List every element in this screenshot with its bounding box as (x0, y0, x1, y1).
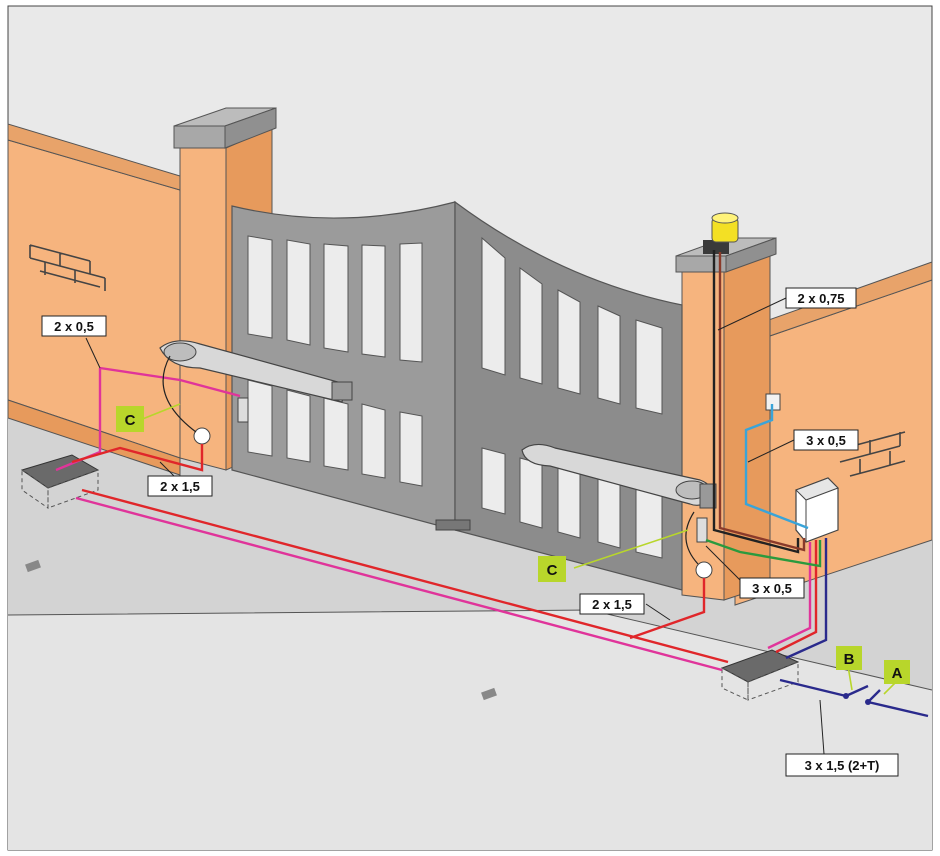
right-junction-device (695, 561, 713, 579)
label-mains-text: 3 x 1,5 (2+T) (805, 758, 880, 773)
floor-marker-center (481, 687, 497, 701)
cable-red-center (629, 578, 706, 640)
cable-cyan-switch (744, 404, 809, 530)
gate-left-leaf-windows (247, 235, 423, 487)
cable-pink-left (55, 368, 102, 472)
tag-b-text: B (844, 651, 855, 668)
label-lamp-text: 2 x 0,75 (798, 291, 845, 306)
cables (55, 250, 929, 718)
right-photocell (696, 517, 708, 543)
tag-c-right: C (538, 556, 566, 582)
tag-a-text: A (892, 665, 903, 682)
right-pillar-side (723, 249, 771, 601)
control-box (795, 477, 839, 543)
cable-blue-mains-2 (867, 700, 929, 718)
left-photocell (237, 397, 249, 423)
cable-blue-box (785, 538, 828, 660)
right-actuator (521, 443, 717, 509)
road-edge (8, 610, 932, 850)
gate-stopper (435, 519, 471, 531)
switch-a-contact (865, 699, 871, 705)
left-wall-front (7, 399, 181, 476)
label-left-bottom-text: 2 x 1,5 (160, 479, 200, 494)
label-lamp: 2 x 0,75 (785, 287, 857, 309)
cable-pink-long (75, 496, 723, 672)
left-actuator (159, 340, 353, 403)
gate-right-leaf-windows (481, 236, 663, 559)
left-pillar-cap-front (173, 125, 226, 149)
cable-blue-mains (779, 678, 847, 698)
label-center-bottom-text: 2 x 1,5 (592, 597, 632, 612)
cable-red-left (71, 444, 204, 472)
cable-pink-box (767, 542, 812, 650)
right-pillar-cap-side (725, 237, 777, 273)
right-actuator-wire (685, 511, 699, 565)
tag-c-left-text: C (125, 412, 136, 429)
label-right-actuator-signal: 3 x 0,5 (739, 577, 805, 599)
flashing-lamp-icon (703, 212, 739, 254)
right-pillar-cap-front (675, 255, 727, 273)
cable-red-lamp (718, 252, 806, 552)
cable-red-box (775, 540, 818, 654)
label-photocell: 3 x 0,5 (793, 429, 859, 451)
label-left-bottom: 2 x 1,5 (147, 475, 213, 497)
left-brick-icon (29, 244, 106, 291)
label-left-top-text: 2 x 0,5 (54, 319, 94, 334)
cable-black-lamp (712, 250, 800, 554)
right-pit (720, 649, 800, 701)
tag-a: A (884, 660, 910, 684)
left-pillar-cap-side (224, 107, 277, 149)
switch-b-lever (845, 684, 869, 698)
tag-c-left: C (116, 406, 144, 432)
left-pit (20, 454, 100, 509)
tag-b: B (836, 646, 862, 670)
tag-c-right-text: C (547, 562, 558, 579)
left-actuator-wire (162, 355, 197, 433)
right-brick-icon (839, 431, 906, 477)
cable-red-long (81, 488, 729, 664)
cable-pink-to-actuator (99, 366, 241, 398)
left-pillar-front (179, 147, 227, 471)
left-junction-device (193, 427, 211, 445)
label-right-actuator-signal-text: 3 x 0,5 (752, 581, 792, 596)
cable-green-photocell (705, 538, 822, 568)
switch-b-contact (843, 693, 849, 699)
leader-lines (85, 297, 825, 755)
gate-right-leaf (454, 200, 683, 591)
floor-marker-left (25, 559, 41, 573)
label-left-top: 2 x 0,5 (41, 315, 107, 337)
label-center-bottom: 2 x 1,5 (579, 593, 645, 615)
label-photocell-text: 3 x 0,5 (806, 433, 846, 448)
label-mains: 3 x 1,5 (2+T) (785, 753, 899, 777)
